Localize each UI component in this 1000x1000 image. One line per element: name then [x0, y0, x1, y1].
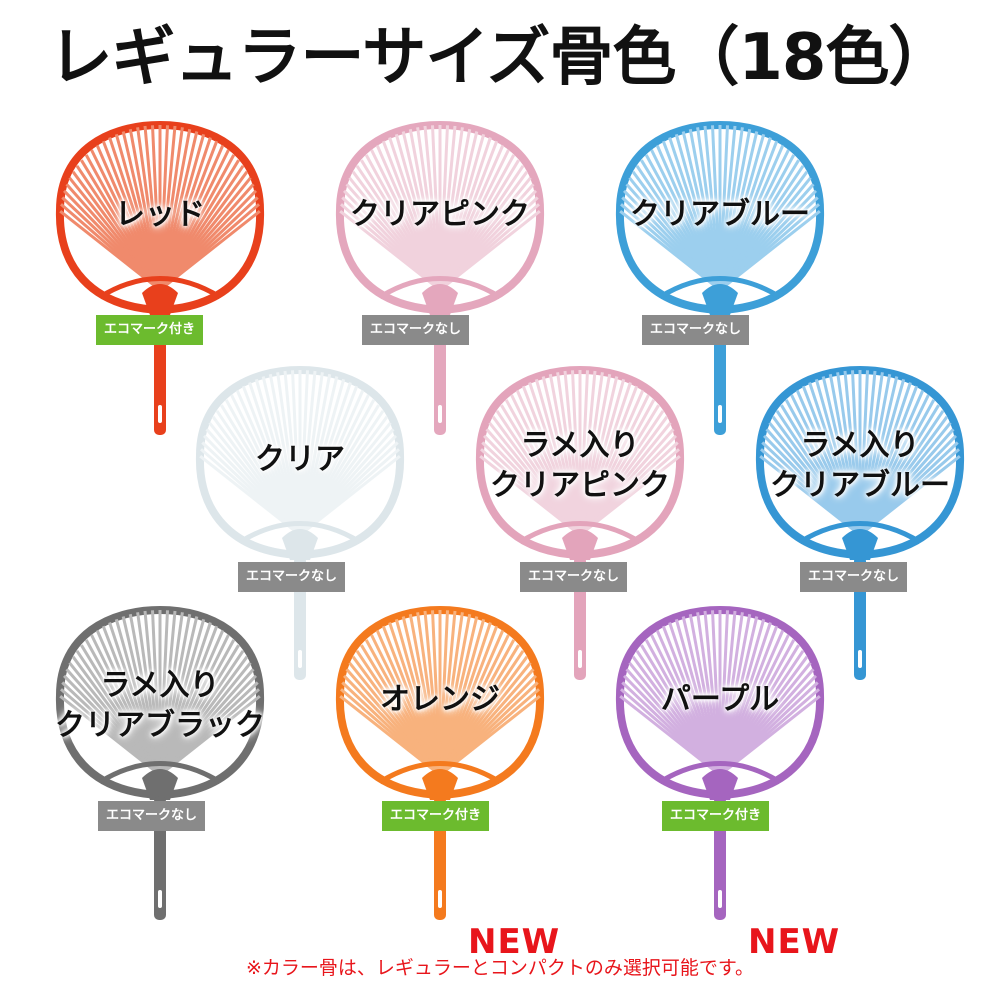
- fan-color-label-line: クリアブラック: [55, 708, 265, 743]
- fan-item: ラメ入りクリアブラックエコマークなし: [30, 600, 290, 970]
- fan-ribs: [479, 370, 681, 537]
- uchiwa-fan-frame: [195, 365, 405, 680]
- uchiwa-fan-frame: [55, 120, 265, 435]
- fan-handle-slot: [438, 405, 442, 423]
- fan-color-label: レッド: [30, 195, 290, 235]
- uchiwa-fan-frame: [615, 120, 825, 435]
- fan-hub: [422, 769, 458, 800]
- fan-color-label: オレンジ: [310, 680, 570, 720]
- fan-inner-arc: [378, 761, 502, 785]
- fan-color-label-line: ラメ入り: [100, 668, 220, 703]
- fan-hub: [142, 769, 178, 800]
- fan-item: ラメ入りクリアピンクエコマークなし: [450, 360, 710, 730]
- fan-handle-slot: [438, 890, 442, 908]
- no-eco-mark-badge: エコマークなし: [238, 562, 346, 592]
- fan-handle-slot: [158, 890, 162, 908]
- uchiwa-fan-frame: [335, 605, 545, 920]
- fan-handle-slot: [158, 405, 162, 423]
- new-label: NEW: [468, 922, 561, 962]
- no-eco-mark-badge: エコマークなし: [362, 315, 470, 345]
- fan-handle-slot: [718, 890, 722, 908]
- eco-mark-badge: エコマーク付き: [662, 801, 770, 831]
- fan-ribs: [759, 370, 961, 537]
- fan-color-label-line: クリアブルー: [770, 468, 950, 503]
- fan-item: ラメ入りクリアブルーエコマークなし: [730, 360, 990, 730]
- fan-handle-slot: [298, 650, 302, 668]
- fan-color-label-line: クリアピンク: [350, 197, 530, 232]
- no-eco-mark-badge: エコマークなし: [800, 562, 908, 592]
- fan-item: オレンジエコマーク付き NEW: [310, 600, 570, 970]
- fan-ribs: [59, 610, 261, 777]
- fan-inner-arc: [658, 276, 782, 300]
- fan-color-label-line: レッド: [115, 197, 205, 232]
- fan-color-label-line: クリア: [255, 442, 345, 477]
- fan-color-label-line: パープル: [660, 682, 780, 717]
- new-label: NEW: [748, 922, 841, 962]
- fan-color-label-line: オレンジ: [380, 682, 500, 717]
- fan-hub: [282, 529, 318, 560]
- fan-hub: [702, 284, 738, 315]
- fan-hub: [422, 284, 458, 315]
- fan-item: レッドエコマーク付き: [30, 115, 290, 485]
- no-eco-mark-badge: エコマークなし: [642, 315, 750, 345]
- fan-color-label: クリア: [170, 440, 430, 480]
- eco-mark-badge: エコマーク付き: [96, 315, 204, 345]
- fan-color-label-line: クリアピンク: [490, 468, 670, 503]
- fan-color-label: ラメ入りクリアブラック: [30, 666, 290, 746]
- uchiwa-fan-frame: [615, 605, 825, 920]
- uchiwa-fan-frame: [55, 605, 265, 920]
- fan-hub: [702, 769, 738, 800]
- fan-hub: [142, 284, 178, 315]
- fan-ribs: [619, 125, 821, 292]
- fan-hub: [562, 529, 598, 560]
- fan-color-label: クリアピンク: [310, 195, 570, 235]
- fan-inner-arc: [378, 276, 502, 300]
- fan-inner-arc: [98, 276, 222, 300]
- fan-color-label-line: ラメ入り: [520, 428, 640, 463]
- fan-color-label: パープル: [590, 680, 850, 720]
- fan-color-label: ラメ入りクリアブルー: [730, 426, 990, 506]
- fan-color-label-line: ラメ入り: [800, 428, 920, 463]
- eco-mark-badge: エコマーク付き: [382, 801, 490, 831]
- fan-ribs: [339, 125, 541, 292]
- fan-inner-arc: [658, 761, 782, 785]
- fan-ribs: [339, 610, 541, 777]
- fan-ribs: [619, 610, 821, 777]
- fan-inner-arc: [518, 521, 642, 545]
- uchiwa-fan-frame: [475, 365, 685, 680]
- fan-handle-slot: [718, 405, 722, 423]
- footnote: ※カラー骨は、レギュラーとコンパクトのみ選択可能です。: [245, 957, 755, 979]
- fan-inner-arc: [798, 521, 922, 545]
- fan-handle-slot: [578, 650, 582, 668]
- fan-item: クリアピンクエコマークなし: [310, 115, 570, 485]
- uchiwa-fan-frame: [755, 365, 965, 680]
- fan-ribs: [199, 370, 401, 537]
- fan-color-label: ラメ入りクリアピンク: [450, 426, 710, 506]
- page-title: レギュラーサイズ骨色（18色）: [48, 21, 953, 95]
- fan-color-label-line: クリアブルー: [630, 197, 810, 232]
- fan-inner-arc: [98, 761, 222, 785]
- fan-ribs: [59, 125, 261, 292]
- fan-item: クリアブルーエコマークなし: [590, 115, 850, 485]
- fan-item: パープルエコマーク付き NEW: [590, 600, 850, 970]
- fan-item: クリアエコマークなし: [170, 360, 430, 730]
- fan-hub: [842, 529, 878, 560]
- no-eco-mark-badge: エコマークなし: [98, 801, 206, 831]
- no-eco-mark-badge: エコマークなし: [520, 562, 628, 592]
- fan-inner-arc: [238, 521, 362, 545]
- uchiwa-fan-frame: [335, 120, 545, 435]
- fan-handle-slot: [858, 650, 862, 668]
- fan-color-label: クリアブルー: [590, 195, 850, 235]
